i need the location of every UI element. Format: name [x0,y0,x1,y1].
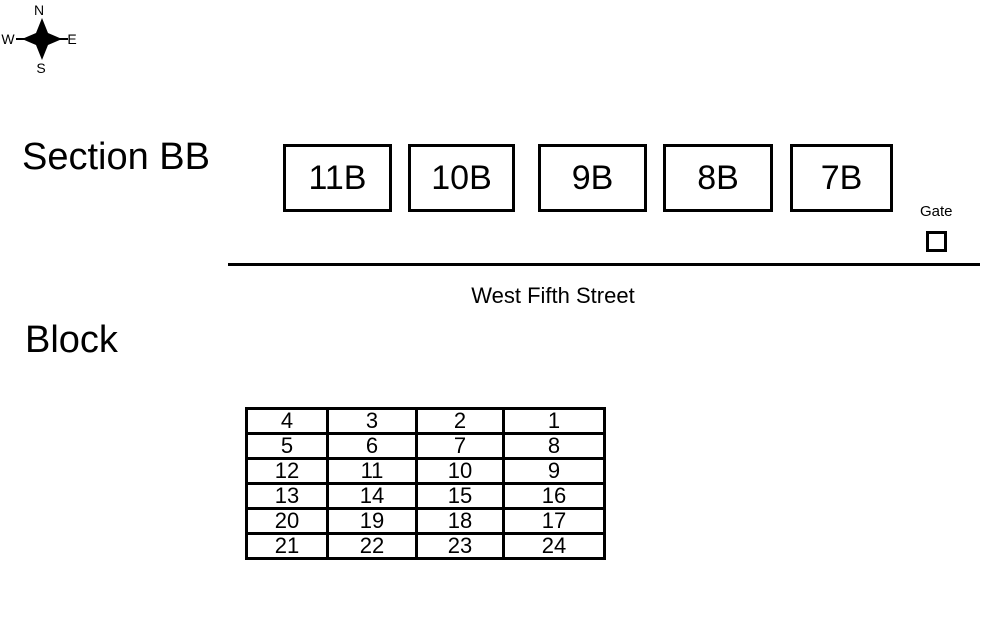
gate-label: Gate [920,203,953,220]
lot-box-10b: 10B [408,144,515,212]
block-cell: 22 [326,532,418,560]
lot-box-9b: 9B [538,144,647,212]
compass-rose-icon: N W E S [1,2,76,76]
table-row: 20 19 18 17 [245,507,606,535]
compass-north-label: N [34,2,44,18]
table-row: 4 3 2 1 [245,407,606,435]
block-cell: 16 [502,482,606,510]
block-cell: 15 [415,482,505,510]
section-title: Section BB [22,136,210,178]
lot-box-label: 9B [571,158,614,197]
compass-west-label: W [1,31,15,47]
street-label: West Fifth Street [471,283,635,308]
block-cell: 7 [415,432,505,460]
block-cell: 19 [326,507,418,535]
block-cell: 20 [245,507,329,535]
compass-south-label: S [36,60,45,76]
lot-box-11b: 11B [283,144,392,212]
block-cell: 5 [245,432,329,460]
block-cell: 6 [326,432,418,460]
block-cell: 2 [415,407,505,435]
block-cell: 1 [502,407,606,435]
block-cell: 10 [415,457,505,485]
gate-square-icon [926,231,947,252]
lot-box-label: 7B [820,158,863,197]
table-row: 13 14 15 16 [245,482,606,510]
lot-box-label: 10B [431,158,492,197]
lot-box-label: 8B [697,158,739,197]
block-title: Block [25,319,118,361]
lot-box-7b: 7B [790,144,893,212]
block-cell: 17 [502,507,606,535]
lot-box-label: 11B [308,158,367,197]
street-line [228,263,980,266]
table-row: 12 11 10 9 [245,457,606,485]
block-cell: 24 [502,532,606,560]
block-cell: 13 [245,482,329,510]
block-cell: 4 [245,407,329,435]
block-cell: 23 [415,532,505,560]
block-grid-table: 4 3 2 1 5 6 7 8 12 11 10 9 13 14 15 16 [245,407,606,560]
compass-east-label: E [67,31,76,47]
block-cell: 3 [326,407,418,435]
lot-box-8b: 8B [663,144,773,212]
block-cell: 21 [245,532,329,560]
compass-star-icon [22,18,62,60]
block-cell: 11 [326,457,418,485]
block-cell: 18 [415,507,505,535]
block-cell: 9 [502,457,606,485]
block-cell: 14 [326,482,418,510]
table-row: 21 22 23 24 [245,532,606,560]
table-row: 5 6 7 8 [245,432,606,460]
block-cell: 8 [502,432,606,460]
block-cell: 12 [245,457,329,485]
